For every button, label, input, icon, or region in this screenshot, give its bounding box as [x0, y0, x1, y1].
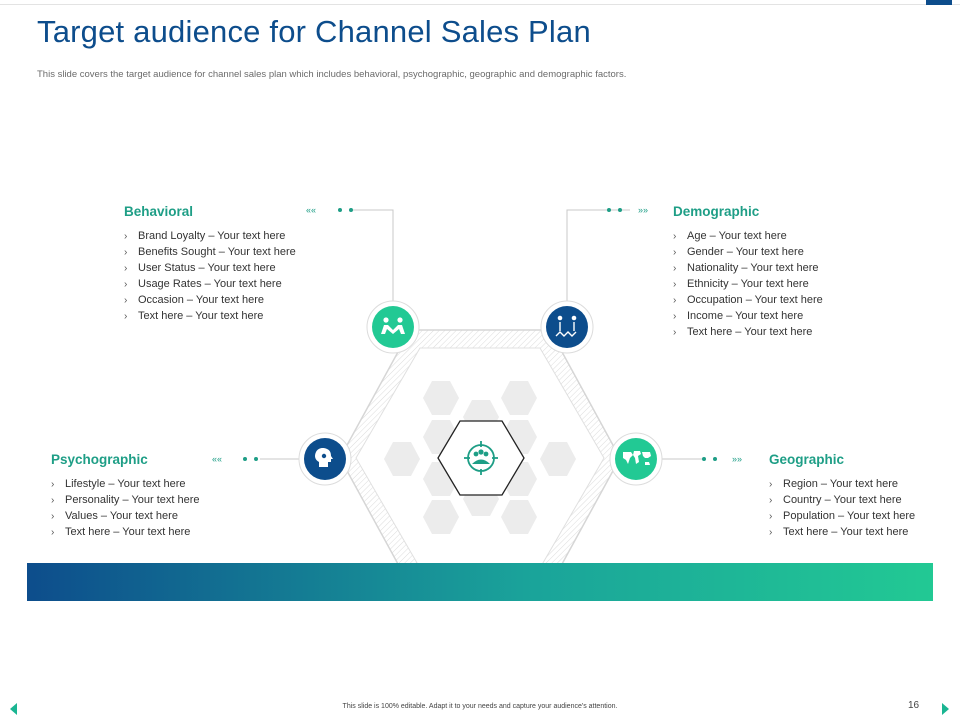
next-slide-icon[interactable]	[942, 703, 949, 715]
bullet-chevron-icon: ›	[51, 495, 55, 506]
list-item: › Text here – Your text here	[673, 324, 823, 340]
list-item-text: Occupation – Your text here	[687, 294, 823, 306]
list-item: › Text here – Your text here	[769, 524, 915, 540]
bullet-chevron-icon: ›	[673, 279, 677, 290]
bullet-chevron-icon: ›	[124, 247, 128, 258]
behavioral-heading: Behavioral	[124, 204, 194, 219]
target-audience-icon	[464, 441, 498, 475]
page-number: 16	[908, 700, 920, 711]
world-map-icon	[623, 451, 651, 465]
node-demographic	[540, 300, 594, 354]
list-item-text: Text here – Your text here	[65, 526, 191, 538]
list-item: › User Status – Your text here	[124, 260, 296, 276]
bullet-chevron-icon: ›	[769, 479, 773, 490]
list-item-text: Brand Loyalty – Your text here	[138, 230, 286, 242]
list-item: › Text here – Your text here	[51, 524, 200, 540]
bullet-chevron-icon: ›	[673, 231, 677, 242]
list-item: › Country – Your text here	[769, 492, 915, 508]
list-item: › Age – Your text here	[673, 228, 823, 244]
list-item-text: Text here – Your text here	[783, 526, 909, 538]
list-item-text: Income – Your text here	[687, 310, 804, 322]
handshake-icon	[381, 317, 405, 334]
bullet-chevron-icon: ›	[124, 231, 128, 242]
list-item-text: Lifestyle – Your text here	[65, 478, 186, 490]
list-item: › Occupation – Your text here	[673, 292, 823, 308]
slide-title: Target audience for Channel Sales Plan	[37, 14, 591, 49]
list-item: › Personality – Your text here	[51, 492, 200, 508]
list-item: › Usage Rates – Your text here	[124, 276, 296, 292]
list-item: › Nationality – Your text here	[673, 260, 823, 276]
bullet-chevron-icon: ›	[51, 479, 55, 490]
list-item-text: Country – Your text here	[783, 494, 902, 506]
bullet-chevron-icon: ›	[673, 311, 677, 322]
list-item-text: Ethnicity – Your text here	[687, 278, 809, 290]
bullet-chevron-icon: ›	[673, 295, 677, 306]
node-geographic	[609, 432, 663, 486]
geographic-heading: Geographic	[769, 452, 845, 467]
node-psychographic	[298, 432, 352, 486]
chevrons-geographic: »»	[732, 454, 742, 464]
connector-chevrons: «« »» «« »»	[212, 205, 742, 464]
bullet-chevron-icon: ›	[51, 511, 55, 522]
list-item-text: Benefits Sought – Your text here	[138, 246, 296, 258]
list-item-text: Text here – Your text here	[138, 310, 264, 322]
bullet-chevron-icon: ›	[769, 495, 773, 506]
list-item: › Brand Loyalty – Your text here	[124, 228, 296, 244]
list-item-text: Personality – Your text here	[65, 494, 200, 506]
demographic-list: › Age – Your text here › Gender – Your tex…	[673, 228, 823, 340]
center-hexagon	[437, 420, 525, 496]
bullet-chevron-icon: ›	[51, 527, 55, 538]
bullet-chevron-icon: ›	[673, 247, 677, 258]
bullet-chevron-icon: ›	[673, 263, 677, 274]
list-item-text: Values – Your text here	[65, 510, 178, 522]
bullet-chevron-icon: ›	[124, 279, 128, 290]
list-item-text: Text here – Your text here	[687, 326, 813, 338]
behavioral-list: › Brand Loyalty – Your text here › Benefit…	[124, 228, 296, 324]
bullet-chevron-icon: ›	[769, 511, 773, 522]
chevrons-behavioral: ««	[306, 205, 316, 215]
previous-slide-icon[interactable]	[10, 703, 17, 715]
list-item: › Ethnicity – Your text here	[673, 276, 823, 292]
node-behavioral	[366, 300, 420, 354]
list-item: › Text here – Your text here	[124, 308, 296, 324]
list-item: › Values – Your text here	[51, 508, 200, 524]
bullet-chevron-icon: ›	[124, 311, 128, 322]
list-item: › Gender – Your text here	[673, 244, 823, 260]
list-item: › Income – Your text here	[673, 308, 823, 324]
gradient-banner	[27, 563, 933, 601]
list-item: › Occasion – Your text here	[124, 292, 296, 308]
geographic-list: › Region – Your text here › Country – Your…	[769, 476, 915, 540]
psychographic-heading: Psychographic	[51, 452, 148, 467]
slide-subtitle: This slide covers the target audience fo…	[37, 69, 627, 80]
list-item-text: User Status – Your text here	[138, 262, 276, 274]
people-exchange-icon	[555, 315, 577, 337]
head-brain-icon	[315, 448, 333, 467]
list-item: › Region – Your text here	[769, 476, 915, 492]
list-item: › Benefits Sought – Your text here	[124, 244, 296, 260]
list-item: › Lifestyle – Your text here	[51, 476, 200, 492]
chevrons-demographic: »»	[638, 205, 648, 215]
bullet-chevron-icon: ›	[124, 263, 128, 274]
top-accent-bar	[926, 0, 952, 5]
chevrons-psychographic: ««	[212, 454, 222, 464]
connector-dots	[243, 208, 717, 461]
demographic-heading: Demographic	[673, 204, 760, 219]
list-item-text: Occasion – Your text here	[138, 294, 264, 306]
list-item-text: Region – Your text here	[783, 478, 898, 490]
top-rule	[0, 4, 960, 5]
bullet-chevron-icon: ›	[769, 527, 773, 538]
list-item-text: Nationality – Your text here	[687, 262, 819, 274]
bullet-chevron-icon: ›	[673, 327, 677, 338]
list-item-text: Population – Your text here	[783, 510, 916, 522]
list-item-text: Gender – Your text here	[687, 246, 804, 258]
footer-note: This slide is 100% editable. Adapt it to…	[342, 703, 618, 710]
psychographic-list: › Lifestyle – Your text here › Personality…	[51, 476, 200, 540]
list-item: › Population – Your text here	[769, 508, 915, 524]
list-item-text: Usage Rates – Your text here	[138, 278, 282, 290]
list-item-text: Age – Your text here	[687, 230, 787, 242]
bullet-chevron-icon: ›	[124, 295, 128, 306]
